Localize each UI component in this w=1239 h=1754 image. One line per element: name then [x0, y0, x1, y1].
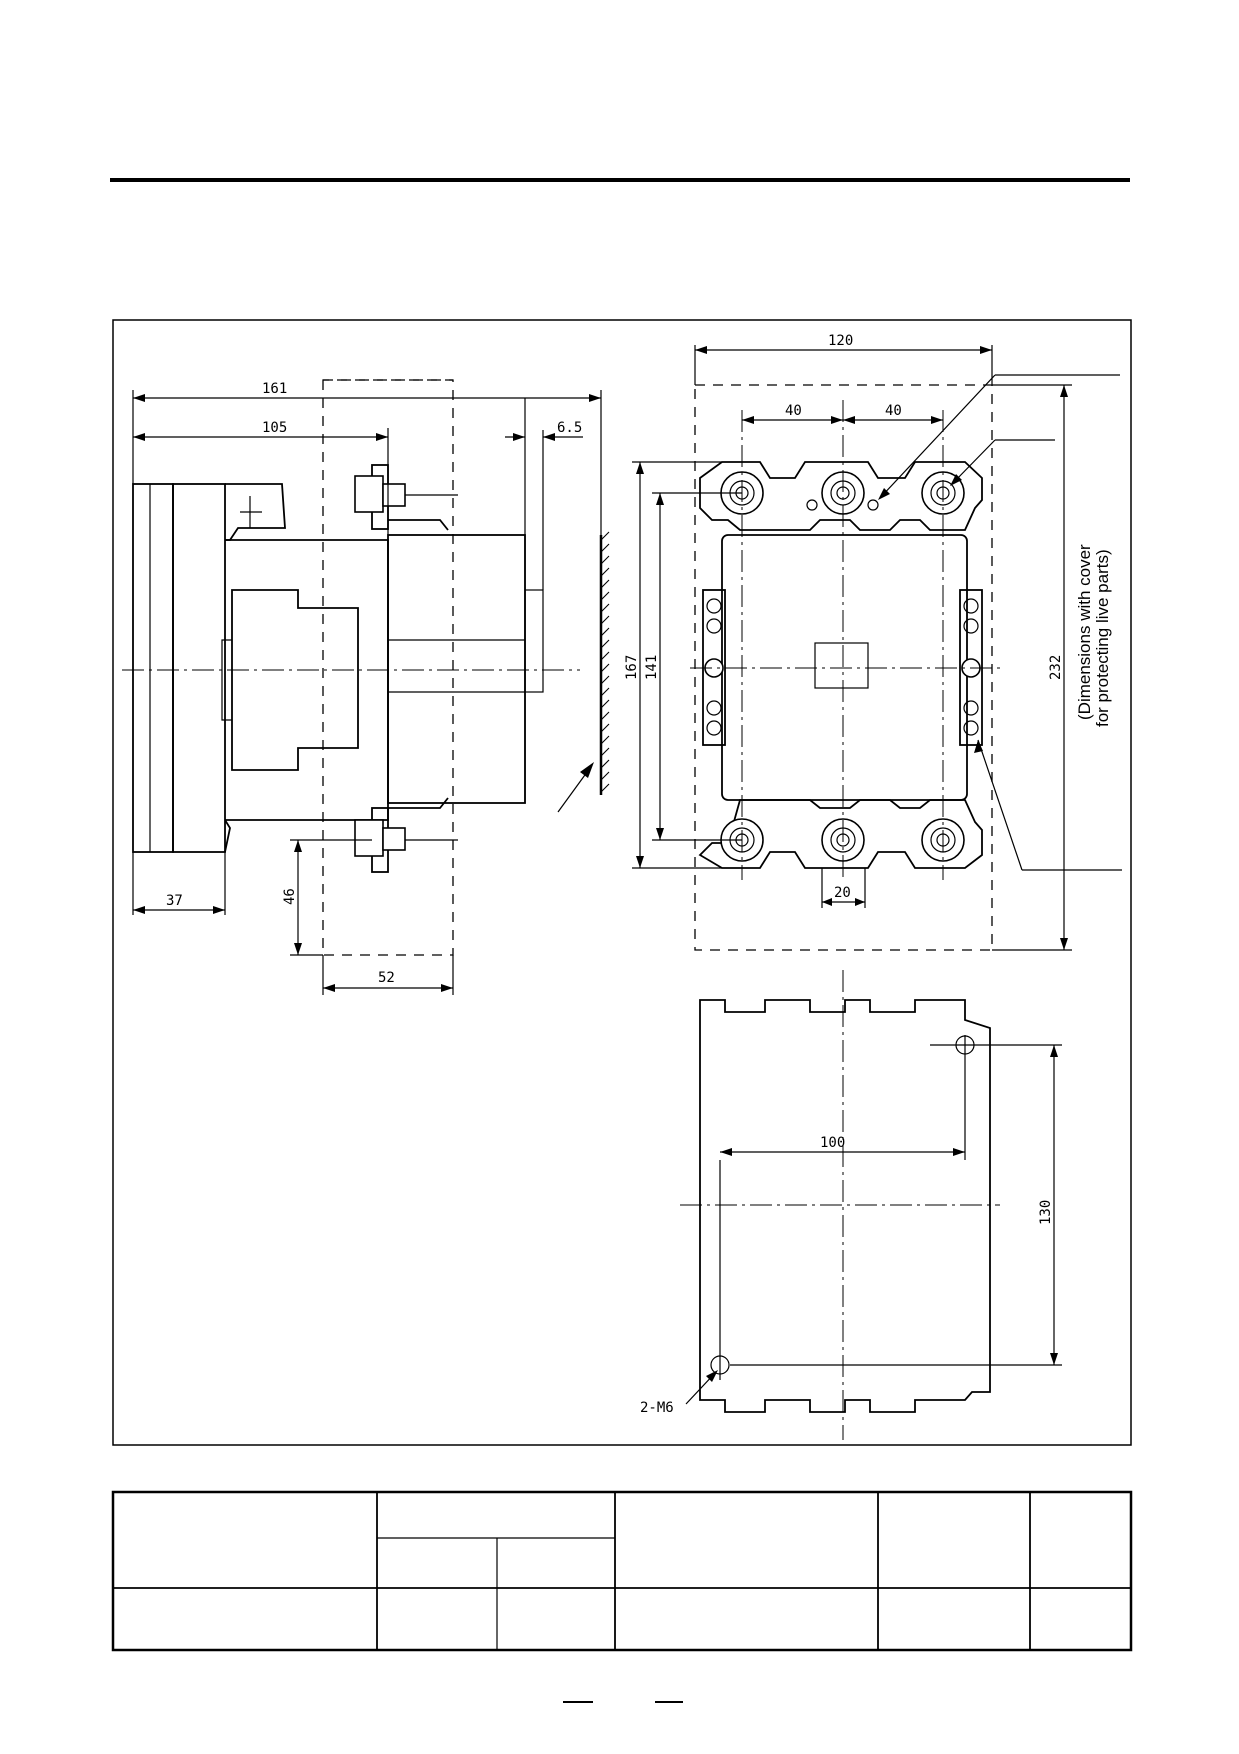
- dim-hole-spacing-v: 130: [1038, 1200, 1054, 1225]
- dim-width-with-cover: 120: [828, 333, 853, 349]
- dim-overall-depth: 161: [262, 381, 287, 397]
- dim-base-depth: 37: [166, 893, 183, 909]
- side-view-dimensions: 161 105 6.5 37 46 52: [132, 381, 602, 995]
- dim-terminal-offset: 46: [282, 888, 298, 905]
- dim-hole-spacing-h: 100: [820, 1135, 845, 1151]
- dim-height-outer: 167: [624, 655, 640, 680]
- dim-height-with-cover: 232: [1048, 655, 1064, 680]
- dim-height-inner: 141: [644, 655, 660, 680]
- dim-depth-to-mount: 105: [262, 420, 287, 436]
- mounting-view: 2-M6: [640, 970, 1000, 1440]
- dim-terminal-width: 52: [378, 970, 395, 986]
- mounting-view-dimensions: 100 130: [720, 1044, 1062, 1366]
- dim-pole-pitch-right: 40: [885, 403, 902, 419]
- front-view-dimensions: 120 40 40 167 141 232 (Dimensions with c…: [624, 333, 1112, 951]
- dim-cover-offset: 6.5: [557, 420, 582, 436]
- cover-note-line1: (Dimensions with cover: [1075, 544, 1094, 720]
- hole-label: 2-M6: [640, 1400, 674, 1416]
- front-view: [690, 374, 1122, 951]
- cover-note-line2: for protecting live parts): [1093, 549, 1112, 727]
- drawing-frame: [112, 319, 1132, 1446]
- dim-pole-pitch-left: 40: [785, 403, 802, 419]
- spec-table: [111, 1490, 1133, 1652]
- dim-aux-terminal-pitch: 20: [834, 885, 851, 901]
- side-view: [122, 379, 610, 956]
